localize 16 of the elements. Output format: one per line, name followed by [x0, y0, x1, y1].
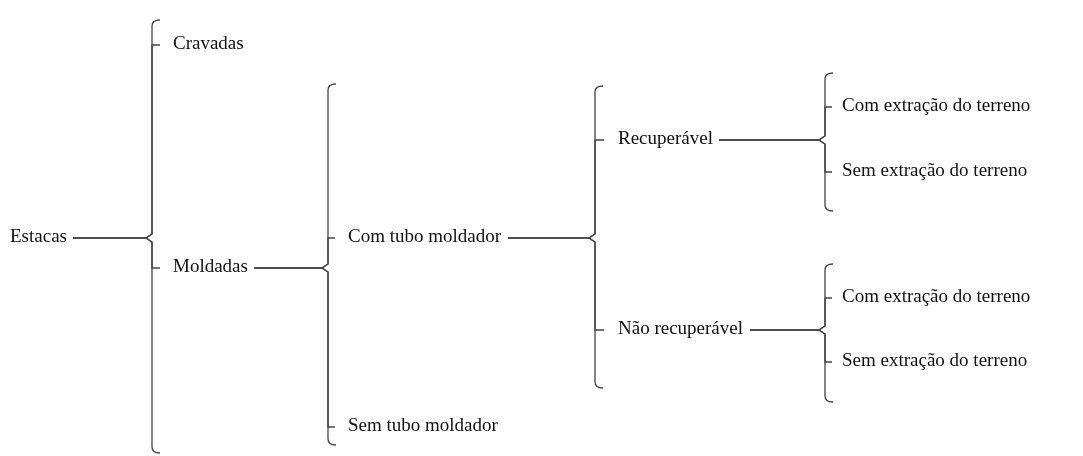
node-label: Moldadas — [173, 255, 248, 277]
connector-line — [253, 267, 336, 428]
node-label: Recuperável — [618, 127, 713, 149]
node-label: Não recuperável — [618, 317, 743, 339]
connector-line — [718, 139, 833, 173]
connector-line — [507, 237, 605, 331]
connector-line — [749, 329, 833, 363]
node-label: Com tubo moldador — [348, 225, 502, 247]
node-label: Com extração do terreno — [842, 94, 1031, 116]
connector-line — [72, 237, 161, 269]
node-label: Sem tubo moldador — [348, 414, 498, 436]
node-label: Cravadas — [173, 32, 244, 54]
node-label: Estacas — [10, 225, 67, 247]
node-label: Sem extração do terreno — [842, 159, 1028, 181]
node-label: Com extração do terreno — [842, 285, 1031, 307]
node-label: Sem extração do terreno — [842, 349, 1028, 371]
